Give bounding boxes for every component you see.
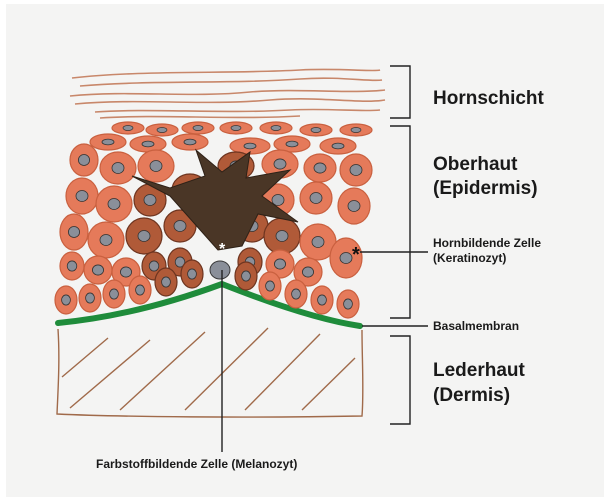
- cell-nucleus: [138, 231, 150, 242]
- cell-nucleus: [242, 271, 251, 281]
- cell-nucleus: [67, 261, 77, 271]
- cell-nucleus: [271, 126, 281, 131]
- cell-nucleus: [332, 143, 344, 149]
- label-hornschicht: Hornschicht: [433, 88, 544, 111]
- bracket-dermis: [390, 336, 410, 424]
- cell-nucleus: [102, 139, 114, 145]
- stratum-corneum: [70, 69, 385, 118]
- keratinocyte-marker: *: [352, 243, 360, 267]
- cell-nucleus: [174, 221, 186, 232]
- cell-nucleus: [144, 195, 156, 206]
- dermis: [57, 328, 363, 417]
- cell-nucleus: [318, 295, 327, 305]
- label-oberhaut: Oberhaut: [433, 154, 517, 177]
- cell-nucleus: [142, 141, 154, 147]
- cell-nucleus: [231, 126, 241, 131]
- bracket-hornschicht: [390, 66, 410, 118]
- cell-nucleus: [150, 161, 162, 172]
- cell-nucleus: [344, 299, 353, 309]
- cell-nucleus: [312, 237, 324, 248]
- cell-nucleus: [184, 139, 196, 145]
- cell-nucleus: [350, 165, 362, 176]
- cell-nucleus: [274, 259, 285, 269]
- cell-nucleus: [340, 253, 352, 264]
- cell-nucleus: [348, 201, 360, 212]
- cell-nucleus: [276, 231, 288, 242]
- label-hornbildende-zelle: Hornbildende Zelle: [433, 236, 541, 251]
- cell-nucleus: [302, 267, 313, 277]
- cell-nucleus: [266, 281, 275, 291]
- cell-nucleus: [274, 159, 286, 169]
- cell-nucleus: [188, 269, 197, 279]
- cell-nucleus: [92, 265, 103, 275]
- cell-nucleus: [193, 126, 203, 131]
- cell-nucleus: [149, 261, 159, 271]
- label-melanozyt: Farbstoffbildende Zelle (Melanozyt): [96, 457, 297, 472]
- cell-nucleus: [100, 235, 112, 246]
- cell-nucleus: [108, 199, 120, 210]
- cell-nucleus: [272, 195, 284, 206]
- cell-nucleus: [110, 289, 119, 299]
- cell-nucleus: [123, 126, 133, 131]
- cell-nucleus: [244, 143, 256, 149]
- cell-nucleus: [76, 191, 88, 202]
- cell-nucleus: [78, 155, 89, 166]
- label-basalmembran: Basalmembran: [433, 319, 519, 334]
- label-keratinozyt: (Keratinozyt): [433, 251, 506, 266]
- label-lederhaut: Lederhaut: [433, 360, 525, 383]
- cell-nucleus: [314, 163, 326, 173]
- cell-nucleus: [136, 285, 145, 295]
- cell-nucleus: [157, 128, 167, 133]
- label-epidermis: (Epidermis): [433, 178, 538, 201]
- cell-nucleus: [351, 128, 361, 133]
- cell-nucleus: [68, 227, 79, 238]
- cell-nucleus: [292, 289, 301, 299]
- cell-nucleus: [112, 163, 124, 174]
- bracket-epidermis: [390, 126, 410, 318]
- cell-nucleus: [86, 293, 95, 303]
- cell-nucleus: [62, 295, 71, 305]
- cell-nucleus: [120, 267, 131, 277]
- cell-nucleus: [162, 277, 171, 287]
- cell-nucleus: [310, 193, 322, 204]
- label-dermis: (Dermis): [433, 385, 510, 408]
- cell-nucleus: [286, 141, 298, 147]
- melanocyte-marker: *: [219, 240, 225, 259]
- cell-nucleus: [311, 128, 321, 133]
